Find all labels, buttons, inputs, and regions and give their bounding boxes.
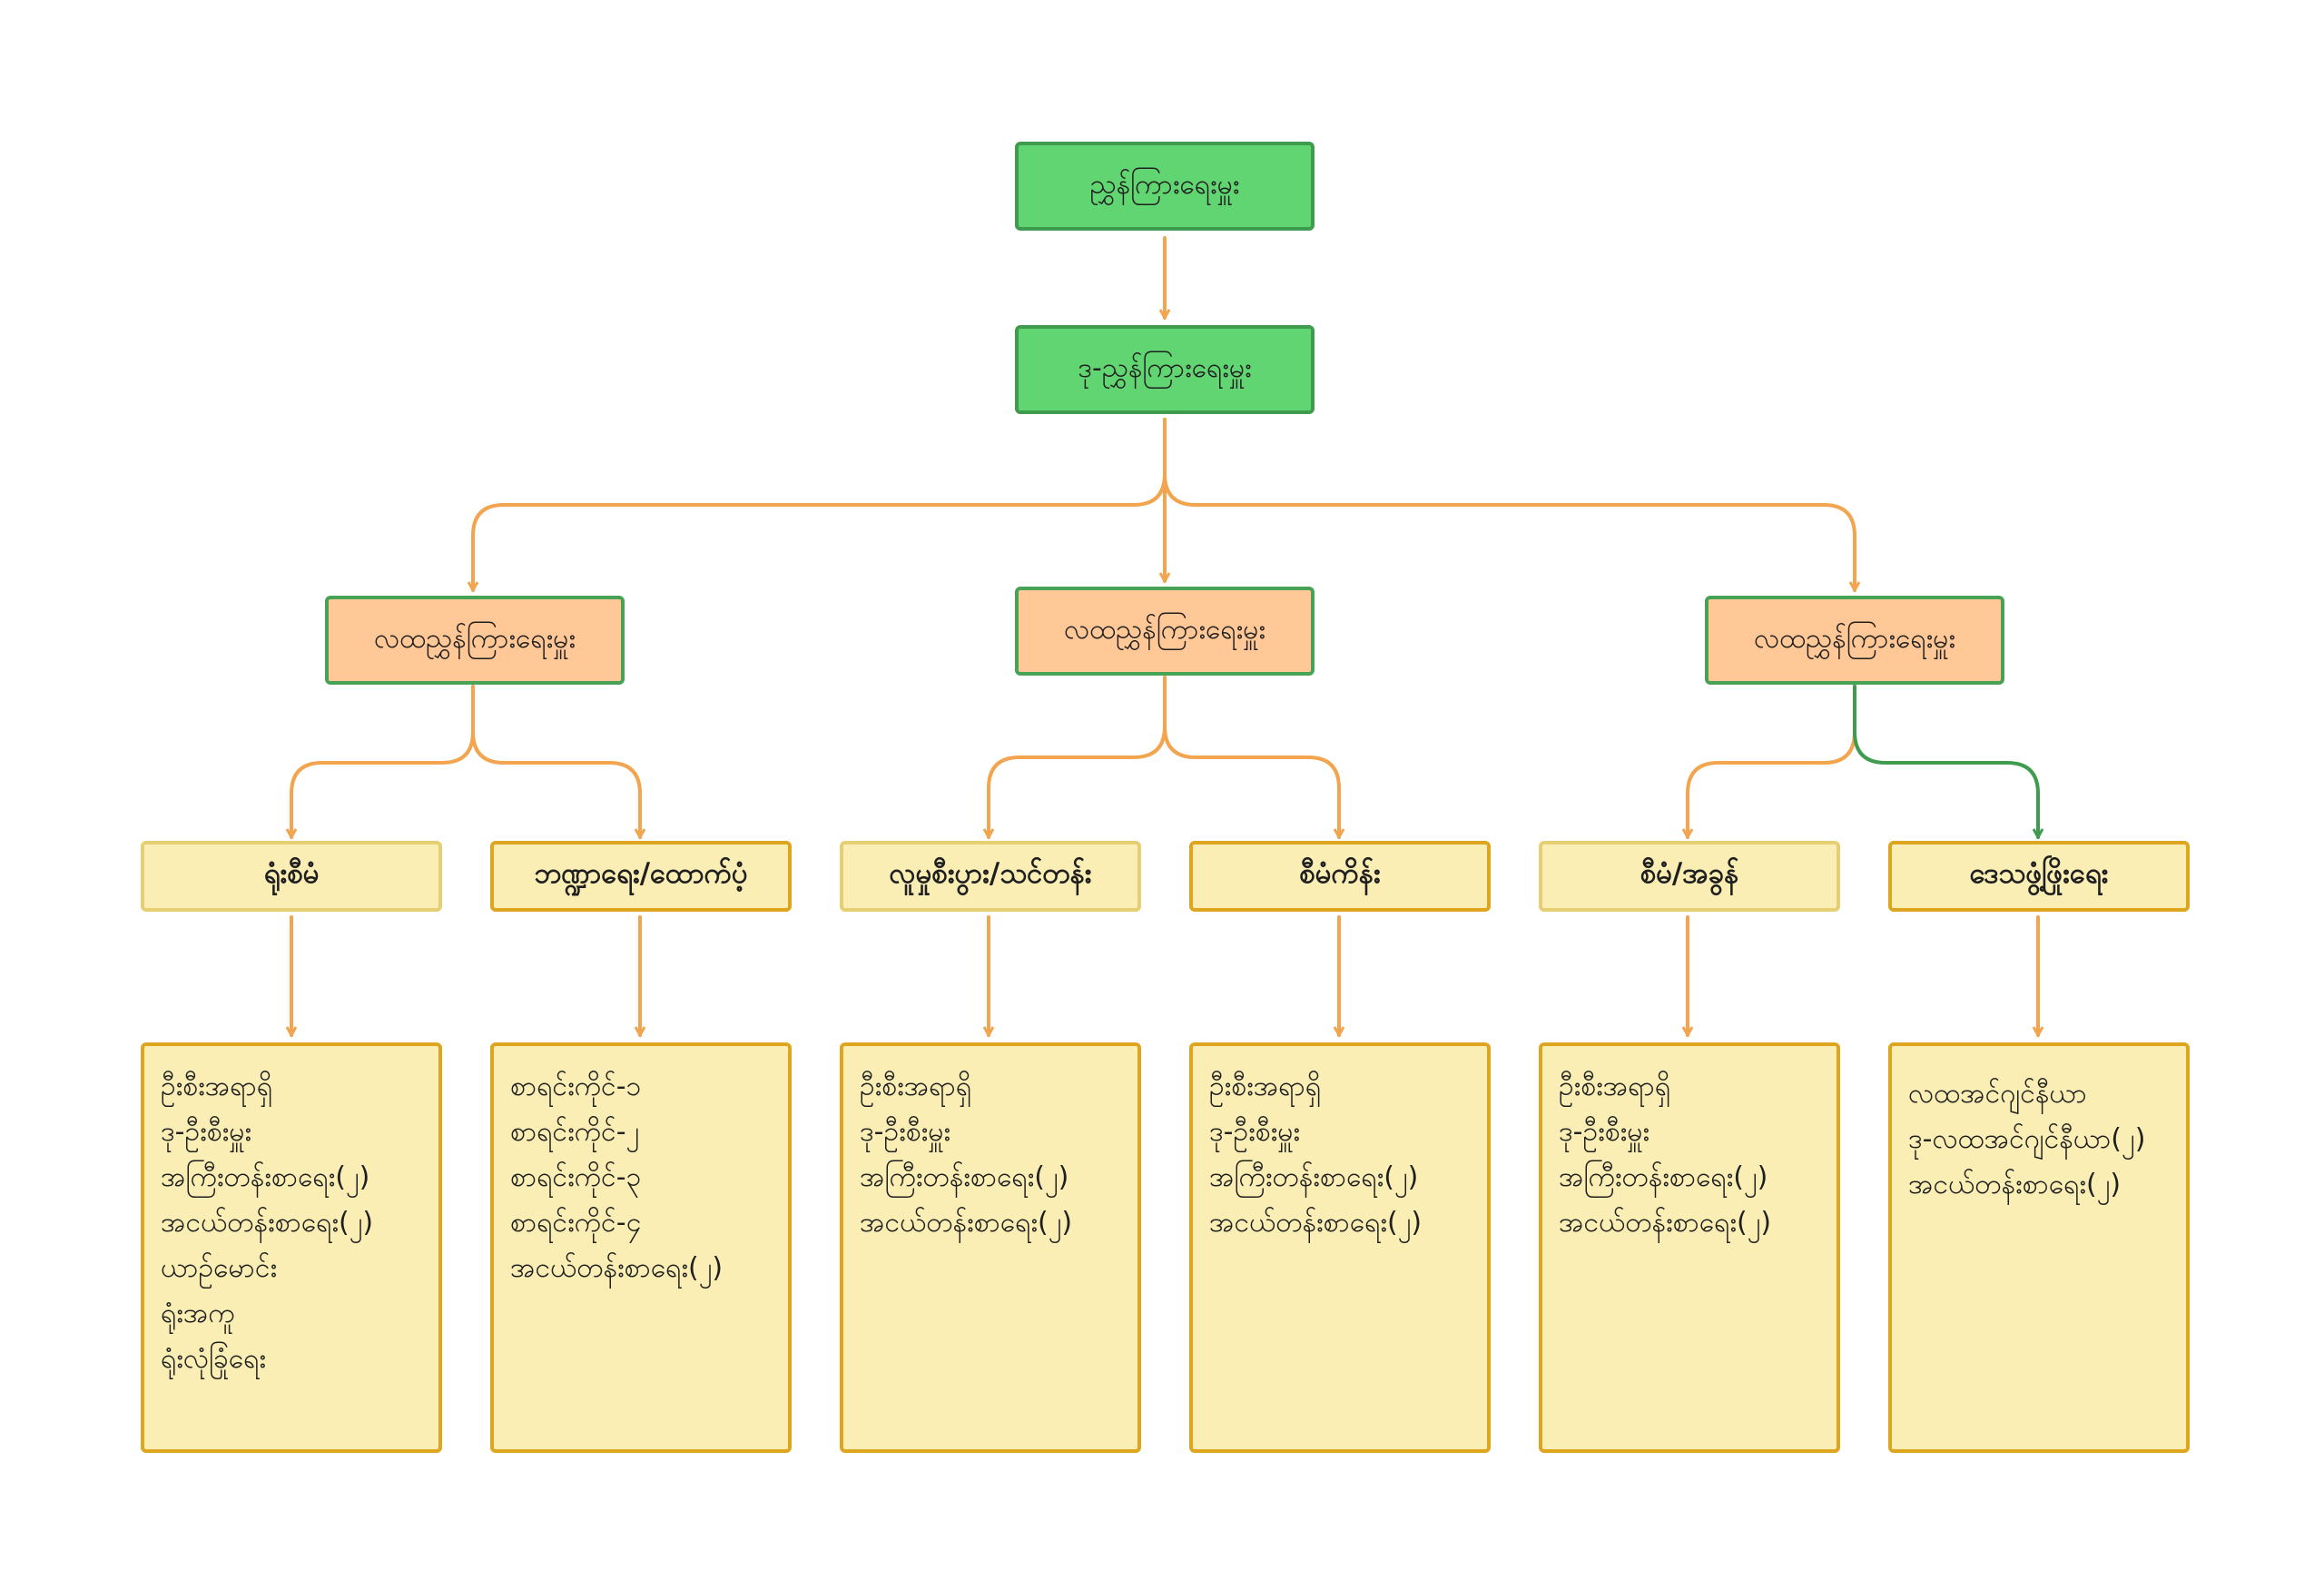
staff-box-tax: ဦးစီးအရာရှိ ဒု-ဦးစီးမှူး အကြီးတန်းစာရေး(… bbox=[1539, 1042, 1840, 1453]
director-node: ညွှန်ကြားရေးမှူး bbox=[1015, 142, 1315, 231]
staff-item: အငယ်တန်းစာရေး(၂) bbox=[1908, 1169, 2122, 1200]
department-label: ရုံးစီမံ bbox=[263, 857, 320, 890]
staff-item: အငယ်တန်းစာရေး(၂) bbox=[161, 1207, 374, 1239]
assistant-director-label: လထညွှန်ကြားရေးမှူး bbox=[1064, 613, 1265, 646]
staff-box-finance: စာရင်းကိုင်-၁ စာရင်းကိုင်-၂ စာရင်းကိုင်-… bbox=[490, 1042, 792, 1453]
deputy-director-node: ဒု-ညွှန်ကြားရေးမှူး bbox=[1015, 325, 1315, 414]
department-label: စီမံ/အခွန် bbox=[1640, 857, 1739, 890]
staff-item: ဦးစီးအရာရှိ bbox=[1559, 1071, 1671, 1102]
arrow-ad-center-to-social bbox=[989, 676, 1167, 839]
staff-item: ဦးစီးအရာရှိ bbox=[860, 1071, 972, 1102]
deputy-director-label: ဒု-ညွှန်ကြားရေးမှူး bbox=[1078, 351, 1252, 384]
staff-item: ရုံးလုံခြုံရေး bbox=[161, 1343, 267, 1375]
staff-item: အကြီးတန်းစာရေး(၂) bbox=[1209, 1161, 1419, 1193]
staff-item: အငယ်တန်းစာရေး(၂) bbox=[1559, 1207, 1772, 1239]
staff-item: အငယ်တန်းစာရေး(၂) bbox=[1209, 1207, 1423, 1239]
staff-item: ဦးစီးအရာရှိ bbox=[1209, 1071, 1322, 1102]
staff-item: အကြီးတန်းစာရေး(၂) bbox=[161, 1161, 370, 1193]
assistant-director-label: လထညွှန်ကြားရေးမှူး bbox=[1754, 622, 1955, 655]
staff-item: စာရင်းကိုင်-၄ bbox=[510, 1207, 642, 1239]
staff-item: ယာဉ်မောင်း bbox=[161, 1252, 278, 1284]
assistant-director-label: လထညွှန်ကြားရေးမှူး bbox=[374, 622, 576, 655]
assistant-director-node-center: လထညွှန်ကြားရေးမှူး bbox=[1015, 587, 1315, 676]
staff-item: ဒု-လထအင်ဂျင်နီယာ(၂) bbox=[1908, 1123, 2146, 1155]
staff-item: အကြီးတန်းစာရေး(၂) bbox=[1559, 1161, 1768, 1193]
department-label: ဘဏ္ဍာရေး/ထောက်ပံ့ bbox=[534, 857, 748, 890]
staff-item: ဦးစီးအရာရှိ bbox=[161, 1071, 273, 1102]
director-label: ညွှန်ကြားရေးမှူး bbox=[1089, 168, 1240, 201]
department-label: စီမံကိန်း bbox=[1299, 857, 1381, 890]
staff-item: အငယ်တန်းစာရေး(၂) bbox=[860, 1207, 1073, 1239]
staff-item: အကြီးတန်းစာရေး(၂) bbox=[860, 1161, 1069, 1193]
assistant-director-node-left: လထညွှန်ကြားရေးမှူး bbox=[325, 596, 625, 685]
arrow-ad-right-to-regional bbox=[1853, 685, 2038, 839]
staff-item: ရုံးအကူ bbox=[161, 1298, 235, 1329]
staff-box-regional: လထအင်ဂျင်နီယာ ဒု-လထအင်ဂျင်နီယာ(၂) အငယ်တန… bbox=[1888, 1042, 2190, 1453]
staff-item: စာရင်းကိုင်-၁ bbox=[510, 1071, 642, 1102]
arrow-ad-left-to-finance bbox=[471, 685, 640, 839]
assistant-director-node-right: လထညွှန်ကြားရေးမှူး bbox=[1705, 596, 2004, 685]
department-node-admin: ရုံးစီမံ bbox=[141, 841, 442, 912]
department-label: လူမှုစီးပွား/သင်တန်း bbox=[889, 857, 1092, 890]
department-node-regional: ဒေသဖွံ့ဖြိုးရေး bbox=[1888, 841, 2190, 912]
arrow-ad-right-to-tax bbox=[1688, 685, 1856, 839]
department-node-social: လူမှုစီးပွား/သင်တန်း bbox=[840, 841, 1141, 912]
staff-box-admin: ဦးစီးအရာရှိ ဒု-ဦးစီးမှူး အကြီးတန်းစာရေး(… bbox=[141, 1042, 442, 1453]
arrow-ad-center-to-planning bbox=[1163, 676, 1339, 839]
department-node-finance: ဘဏ္ဍာရေး/ထောက်ပံ့ bbox=[490, 841, 792, 912]
staff-item: ဒု-ဦးစီးမှူး bbox=[1209, 1116, 1300, 1148]
staff-box-planning: ဦးစီးအရာရှိ ဒု-ဦးစီးမှူး အကြီးတန်းစာရေး(… bbox=[1189, 1042, 1491, 1453]
staff-item: ဒု-ဦးစီးမှူး bbox=[161, 1116, 251, 1148]
staff-item: စာရင်းကိုင်-၃ bbox=[510, 1161, 642, 1193]
staff-box-social: ဦးစီးအရာရှိ ဒု-ဦးစီးမှူး အကြီးတန်းစာရေး(… bbox=[840, 1042, 1141, 1453]
staff-item: အငယ်တန်းစာရေး(၂) bbox=[510, 1252, 724, 1284]
arrow-deputy-to-ad-right bbox=[1163, 418, 1855, 592]
staff-item: ဒု-ဦးစီးမှူး bbox=[860, 1116, 950, 1148]
staff-item: ဒု-ဦးစီးမှူး bbox=[1559, 1116, 1649, 1148]
department-node-planning: စီမံကိန်း bbox=[1189, 841, 1491, 912]
staff-item: လထအင်ဂျင်နီယာ bbox=[1908, 1078, 2087, 1110]
staff-item: စာရင်းကိုင်-၂ bbox=[510, 1116, 640, 1148]
arrow-ad-left-to-admin bbox=[291, 685, 475, 839]
arrow-deputy-to-ad-left bbox=[473, 418, 1167, 592]
department-label: ဒေသဖွံ့ဖြိုးရေး bbox=[1969, 857, 2109, 890]
department-node-tax: စီမံ/အခွန် bbox=[1539, 841, 1840, 912]
